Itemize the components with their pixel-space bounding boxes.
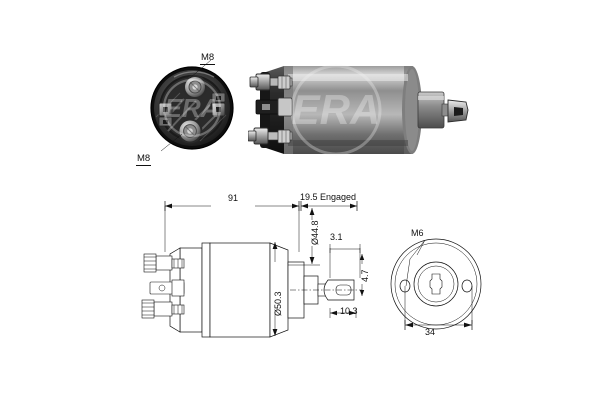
dim-91-label: 91 <box>228 193 239 203</box>
callout-m6-leader <box>405 239 426 287</box>
callout-m6-label: M6 <box>411 228 424 238</box>
end-elevation-svg <box>390 238 482 330</box>
dim-34-extension <box>404 286 473 324</box>
svg-text:ERA: ERA <box>165 93 220 123</box>
front-view-photo-svg: ERA <box>150 66 234 150</box>
front-view-photo-group: ERA <box>140 55 260 165</box>
dim-195-line <box>300 201 358 211</box>
dim-91-extension-lines <box>164 206 300 252</box>
callout-m8-top-leader <box>189 59 212 79</box>
dim-d448-label: Ø44.8 <box>310 220 320 245</box>
dim-31-extension <box>329 248 361 278</box>
dim-103-line <box>329 308 357 318</box>
callout-m8-top: M8 <box>200 47 216 65</box>
dim-34-line <box>404 320 473 330</box>
dim-103-label: 10.3 <box>340 306 358 316</box>
dim-31-label: 3.1 <box>330 232 343 242</box>
dim-34-label: 34 <box>425 327 436 337</box>
dim-d503-line <box>272 242 278 336</box>
callout-m8-top-label: M8 <box>200 52 216 65</box>
end-elevation-drawing <box>388 236 484 332</box>
side-view-photo-group: ERA <box>248 48 470 163</box>
dim-47-line <box>359 254 365 296</box>
dim-d448-line <box>309 208 315 264</box>
side-elevation-drawing <box>140 240 380 340</box>
svg-text:ERA: ERA <box>292 86 381 133</box>
dim-195-engaged-label: 19.5 Engaged <box>300 192 357 202</box>
callout-m8-bottom-leader <box>160 133 183 152</box>
callout-m8-bottom: M8 <box>136 148 152 166</box>
dim-47-label: 4.7 <box>360 269 370 282</box>
dim-d448-extension <box>288 264 320 266</box>
callout-m8-bottom-label: M8 <box>136 153 152 166</box>
side-elevation-svg <box>141 242 362 338</box>
side-view-photo-svg: ERA <box>248 64 469 156</box>
dim-d503-label: Ø50.3 <box>273 291 283 316</box>
